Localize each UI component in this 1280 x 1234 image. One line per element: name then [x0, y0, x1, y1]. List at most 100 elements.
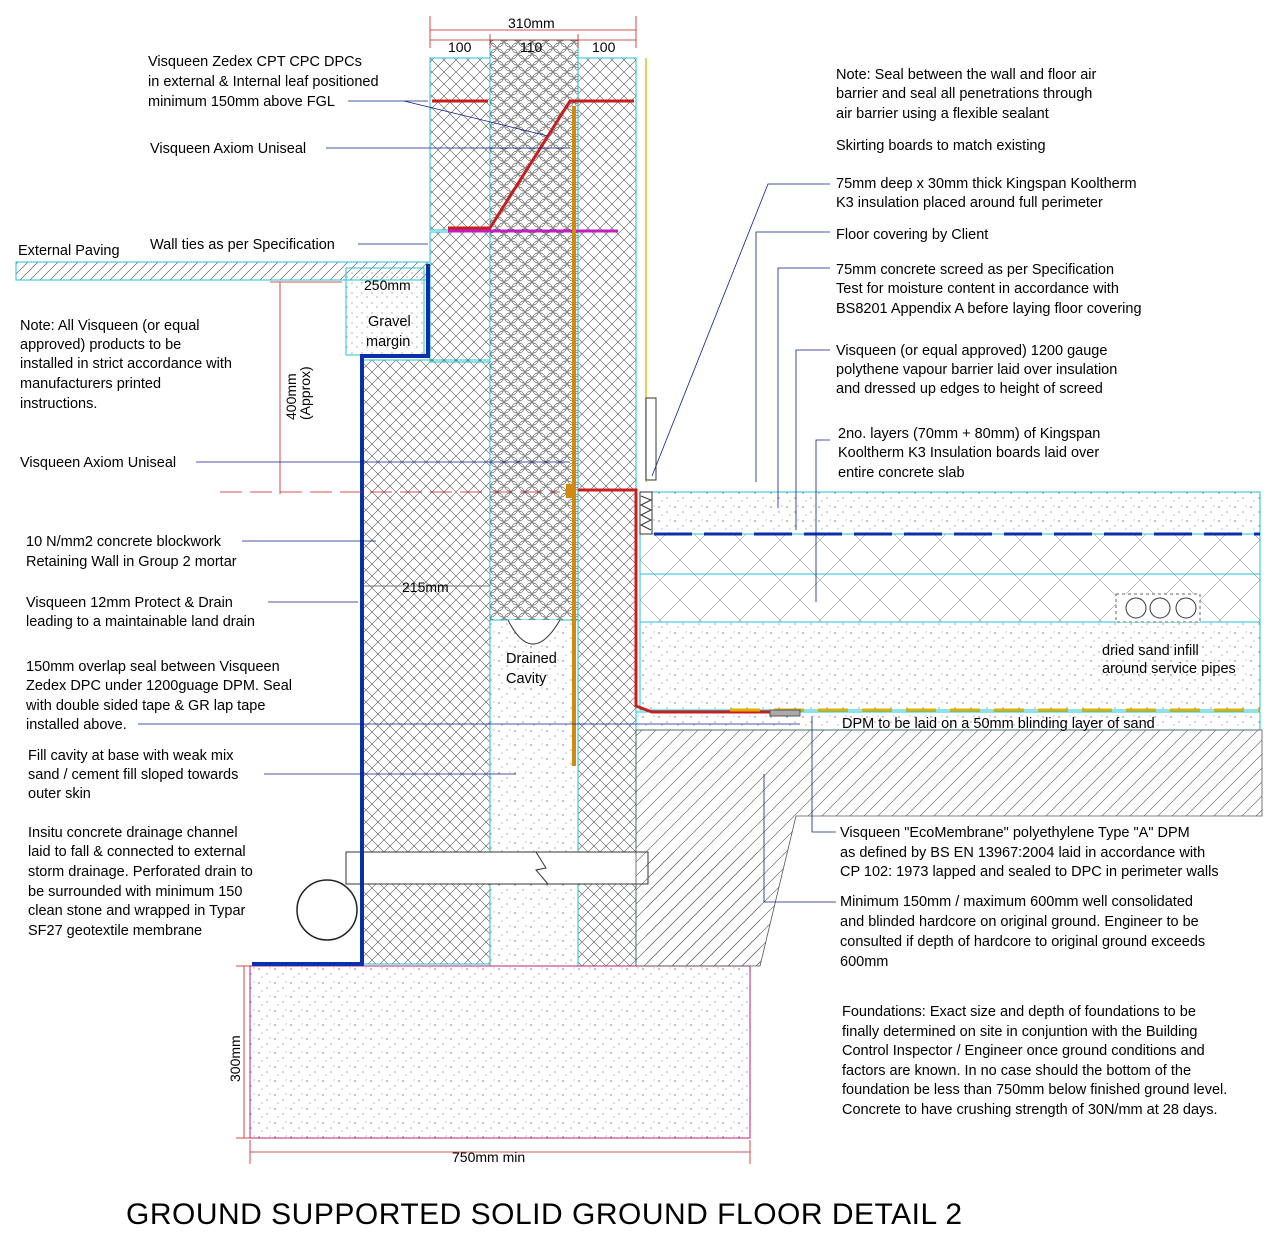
note-foundations-4: factors are known. In no case should the…: [842, 1063, 1191, 1079]
note-drainage-5: clean stone and wrapped in Typar: [28, 903, 246, 919]
cavity-insulation: [489, 39, 579, 621]
drain-channel-band: [345, 851, 649, 885]
note-seal-1: Note: Seal between the wall and floor ai…: [836, 67, 1097, 83]
note-fill-3: outer skin: [28, 786, 91, 802]
note-drainage-3: storm drainage. Perforated drain to: [28, 864, 253, 880]
note-seal-2: barrier and seal all penetrations throug…: [836, 86, 1092, 102]
label-sand-2: around service pipes: [1102, 661, 1236, 677]
right-notes: Note: Seal between the wall and floor ai…: [836, 67, 1227, 1118]
note-dpc-2: in external & Internal leaf positioned: [148, 74, 379, 90]
insulation-layer-1: [639, 533, 1261, 575]
drawing-title: GROUND SUPPORTED SOLID GROUND FLOOR DETA…: [126, 1198, 963, 1231]
leaders: [138, 100, 836, 903]
note-general-3: installed in strict accordance with: [20, 356, 232, 372]
break-line: [535, 851, 549, 885]
note-dpc-1: Visqueen Zedex CPT CPC DPCs: [148, 54, 362, 70]
structure: [15, 39, 1263, 1139]
label-external-paving: External Paving: [18, 243, 120, 259]
note-vapour-1: Visqueen (or equal approved) 1200 gauge: [836, 343, 1107, 359]
dim-retaining-height-approx: (Approx): [297, 366, 313, 420]
dim-footing-depth: 300mm: [227, 1035, 243, 1082]
note-drainage-1: Insitu concrete drainage channel: [28, 825, 238, 841]
dim-leaf-inner: 100: [592, 39, 616, 55]
note-protect-2: leading to a maintainable land drain: [26, 614, 255, 630]
dim-footing-width: 750mm min: [452, 1149, 525, 1165]
note-foundations-1: Foundations: Exact size and depth of fou…: [842, 1004, 1196, 1020]
note-wall-ties: Wall ties as per Specification: [150, 237, 335, 253]
skirting-board: [645, 397, 657, 481]
note-foundations-2: finally determined on site in conjuntion…: [842, 1024, 1197, 1040]
protect-and-drain-membrane: [252, 264, 430, 966]
note-fill-1: Fill cavity at base with weak mix: [28, 748, 234, 764]
note-overlap-4: installed above.: [26, 717, 127, 733]
note-drainage-6: SF27 geotextile membrane: [28, 923, 202, 939]
dim-overall: 310mm: [508, 15, 555, 31]
label-gravel-2: margin: [366, 334, 410, 350]
service-pipes: [1115, 593, 1201, 623]
note-foundations-3: Control Inspector / Engineer once ground…: [842, 1043, 1205, 1059]
lap-tape: [769, 709, 801, 717]
external-leaf-upper: [429, 57, 491, 231]
note-hardcore-2: and blinded hardcore on original ground.…: [840, 914, 1199, 930]
dim-leaf-outer: 100: [448, 39, 472, 55]
note-drainage-2: laid to fall & connected to external: [28, 844, 246, 860]
gravel-margin: [345, 267, 425, 356]
note-screed-2: Test for moisture content in accordance …: [836, 281, 1119, 297]
note-screed-3: BS8201 Appendix A before laying floor co…: [836, 301, 1142, 317]
left-notes: Visqueen Zedex CPT CPC DPCs in external …: [20, 54, 379, 939]
internal-leaf: [577, 57, 637, 967]
dim-retaining-wall: 215mm: [402, 579, 449, 595]
label-sand-1: dried sand infill: [1102, 643, 1199, 659]
perforated-drain: [296, 879, 358, 941]
note-general-5: instructions.: [20, 396, 97, 412]
label-drained-2: Cavity: [506, 671, 547, 687]
note-vapour-2: polythene vapour barrier laid over insul…: [836, 362, 1117, 378]
note-blockwork-2: Retaining Wall in Group 2 mortar: [26, 554, 237, 570]
note-hardcore-4: 600mm: [840, 954, 888, 970]
dimensions: [220, 16, 751, 1164]
dim-cavity: 110: [520, 39, 543, 55]
note-general-2: approved) products to be: [20, 337, 181, 353]
label-gravel-1: Gravel: [368, 314, 411, 330]
note-hardcore-3: consulted if depth of hardcore to origin…: [840, 934, 1205, 950]
note-ecomembrane-3: CP 102: 1973 lapped and sealed to DPC in…: [840, 864, 1219, 880]
concrete-footing: [249, 965, 751, 1139]
note-floor-covering: Floor covering by Client: [836, 227, 988, 243]
note-insulation-1: 2no. layers (70mm + 80mm) of Kingspan: [838, 426, 1100, 442]
sand-infill: [639, 621, 1261, 711]
note-insulation-3: entire concrete slab: [838, 465, 965, 481]
hardcore: [635, 729, 1263, 967]
drained-cavity-arch: [507, 619, 561, 645]
note-foundations-6: Concrete to have crushing strength of 30…: [842, 1102, 1218, 1118]
dim-gravel: 250mm: [364, 277, 411, 293]
dim-retaining-height: 400mm: [283, 373, 299, 420]
made-ground-hatch: [646, 852, 760, 966]
retaining-wall-upper: [429, 231, 491, 363]
note-foundations-5: foundation be less than 750mm below fini…: [842, 1082, 1227, 1098]
cavity-fill: [489, 619, 579, 967]
note-dpc-3: minimum 150mm above FGL: [148, 94, 335, 110]
note-fill-2: sand / cement fill sloped towards: [28, 767, 238, 783]
note-hardcore-1: Minimum 150mm / maximum 600mm well conso…: [840, 894, 1193, 910]
note-general-4: manufacturers printed: [20, 376, 161, 392]
dpc-internal: [578, 488, 800, 714]
cavity-tray-dpc: [448, 99, 634, 230]
note-drainage-4: be surrounded with minimum 150: [28, 884, 242, 900]
note-blockwork-1: 10 N/mm2 concrete blockwork: [26, 534, 222, 550]
note-ecomembrane-2: as defined by BS EN 13967:2004 laid in a…: [840, 845, 1205, 861]
note-uniseal-top: Visqueen Axiom Uniseal: [150, 141, 306, 157]
floor-screed: [651, 491, 1261, 535]
inline-labels: External Paving Gravel margin Drained Ca…: [18, 243, 1236, 732]
note-overlap-2: Zedex DPC under 1200guage DPM. Seal: [26, 678, 292, 694]
note-ecomembrane-1: Visqueen "EcoMembrane" polyethylene Type…: [840, 825, 1190, 841]
dpc-seal: [566, 484, 576, 498]
note-screed-1: 75mm concrete screed as per Specificatio…: [836, 262, 1114, 278]
note-overlap-1: 150mm overlap seal between Visqueen: [26, 659, 280, 675]
note-insulation-2: Kooltherm K3 Insulation boards laid over: [838, 445, 1099, 461]
note-vapour-3: and dressed up edges to height of screed: [836, 381, 1103, 397]
note-perimeter-2: K3 insulation placed around full perimet…: [836, 195, 1103, 211]
label-drained-1: Drained: [506, 651, 557, 667]
perimeter-zigzag: [639, 495, 653, 531]
note-protect-1: Visqueen 12mm Protect & Drain: [26, 595, 233, 611]
